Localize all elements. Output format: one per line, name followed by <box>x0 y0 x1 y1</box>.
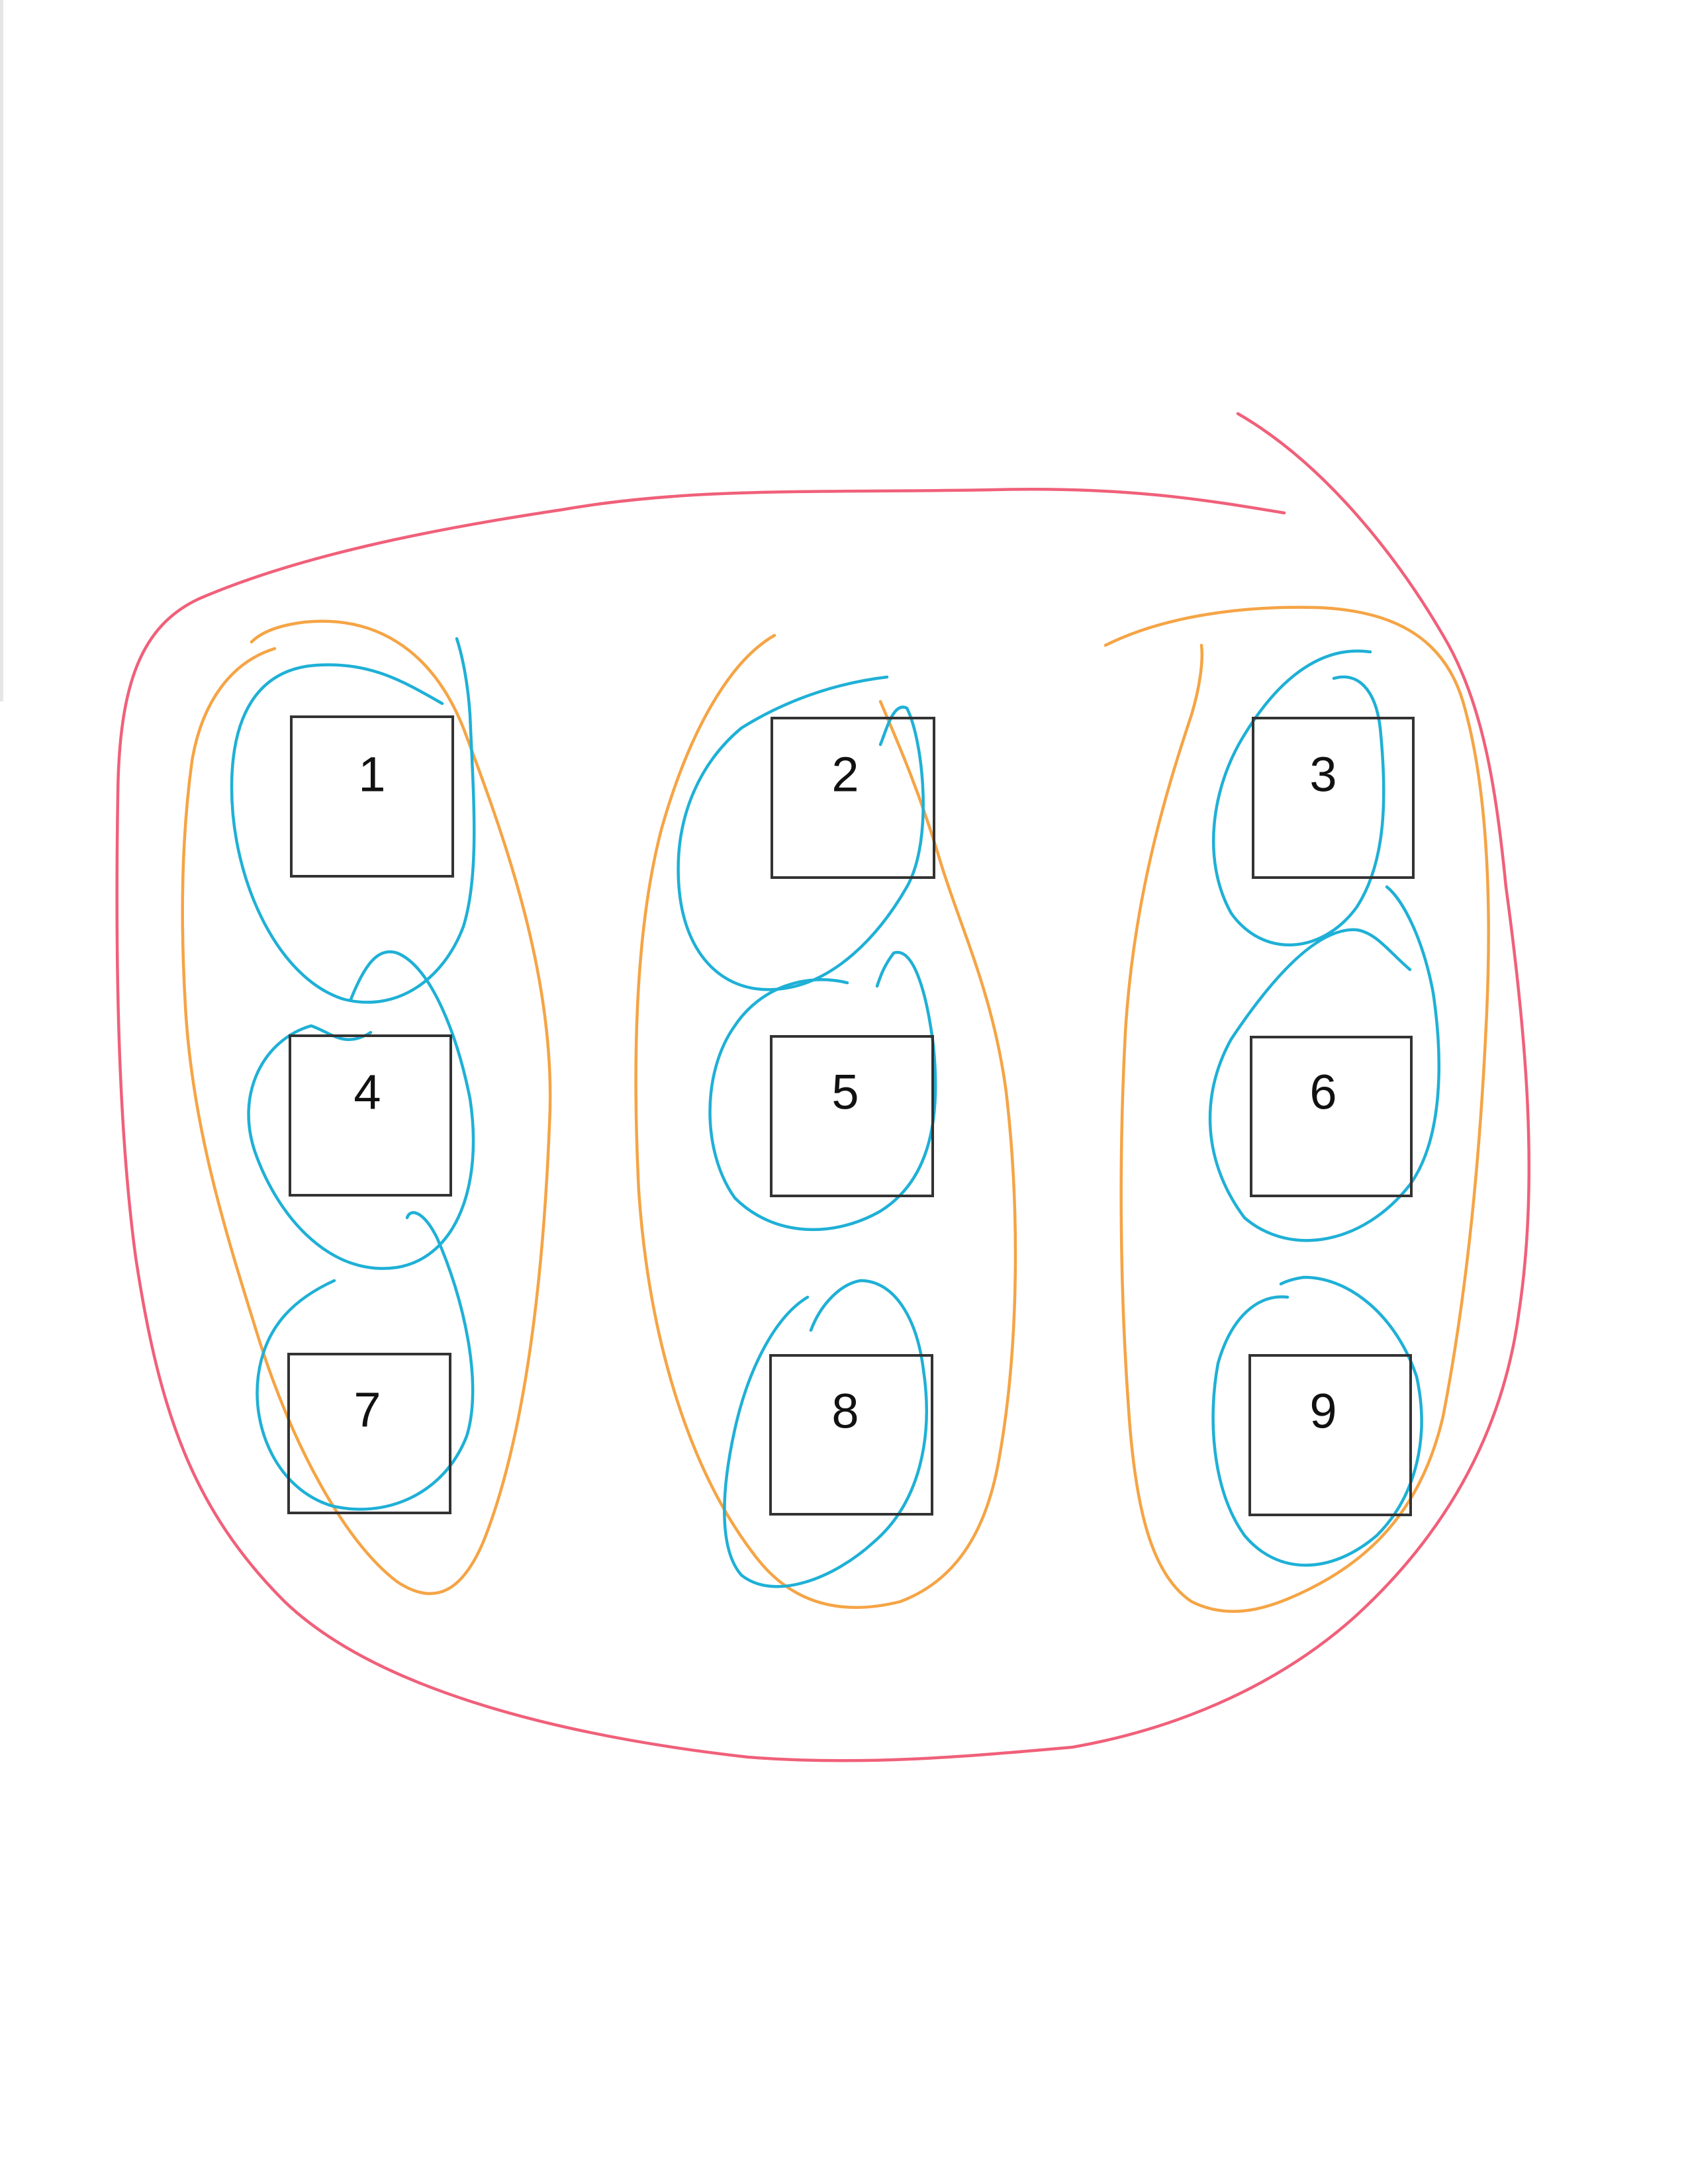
box-loop-3 <box>1212 649 1385 947</box>
box-7: 7 <box>287 1353 451 1514</box>
box-4: 4 <box>289 1034 452 1197</box>
box-8: 8 <box>769 1354 933 1516</box>
box-5: 5 <box>770 1035 934 1197</box>
box-loop-7 <box>256 1211 475 1511</box>
column-loop-middle <box>634 633 1017 1610</box>
box-loop-2 <box>677 675 925 991</box>
box-2-label: 2 <box>831 747 859 802</box>
box-loop-8 <box>723 1279 928 1588</box>
box-8-label: 8 <box>831 1384 859 1439</box>
column-loop-left <box>181 619 552 1596</box>
box-9-outline <box>1248 1354 1412 1516</box>
box-5-outline <box>770 1035 934 1197</box>
box-loop-6 <box>1208 885 1440 1242</box>
box-4-outline <box>289 1034 452 1197</box>
box-3-label: 3 <box>1309 747 1336 802</box>
box-1: 1 <box>290 715 454 878</box>
box-3: 3 <box>1252 717 1415 879</box>
box-9: 9 <box>1248 1354 1412 1516</box>
box-5-label: 5 <box>831 1065 859 1120</box>
box-4-label: 4 <box>353 1065 381 1120</box>
box-1-outline <box>290 715 454 878</box>
box-loop-5 <box>708 950 937 1232</box>
box-6-outline <box>1250 1036 1413 1197</box>
box-loop-4 <box>247 950 475 1270</box>
box-7-label: 7 <box>353 1383 381 1437</box>
scan-edge-shadow <box>0 0 3 702</box>
box-7-outline <box>287 1353 451 1514</box>
box-1-label: 1 <box>358 747 385 802</box>
box-2-outline <box>771 717 935 879</box>
box-loop-1 <box>230 637 476 1004</box>
column-loop-right <box>1103 606 1490 1614</box>
box-8-outline <box>769 1354 933 1516</box>
box-2: 2 <box>771 717 935 879</box>
box-6: 6 <box>1250 1036 1413 1197</box>
box-loop-9 <box>1211 1275 1423 1567</box>
box-6-label: 6 <box>1309 1065 1336 1120</box>
box-9-label: 9 <box>1309 1384 1336 1439</box>
outer-loop-stroke <box>115 412 1531 1762</box>
box-3-outline <box>1252 717 1415 879</box>
